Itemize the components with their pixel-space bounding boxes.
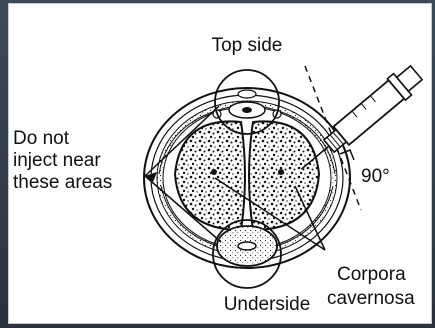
label-do-not-line2: inject near [13,150,101,171]
label-do-not-line3: these areas [13,172,112,193]
label-corpora-line1: Corpora [337,264,406,285]
corpus-spongiosum [217,226,277,266]
diagram-panel: Top side Underside Do not inject near th… [8,3,432,324]
label-underside: Underside [224,294,311,315]
central-artery-right [278,169,284,175]
label-corpora-line2: cavernosa [327,288,415,309]
label-top-side: Top side [212,35,283,56]
label-angle: 90° [361,166,390,187]
injection-site-diagram: Top side Underside Do not inject near th… [9,4,433,325]
central-artery-left [211,169,217,175]
label-do-not-line1: Do not [13,128,70,149]
